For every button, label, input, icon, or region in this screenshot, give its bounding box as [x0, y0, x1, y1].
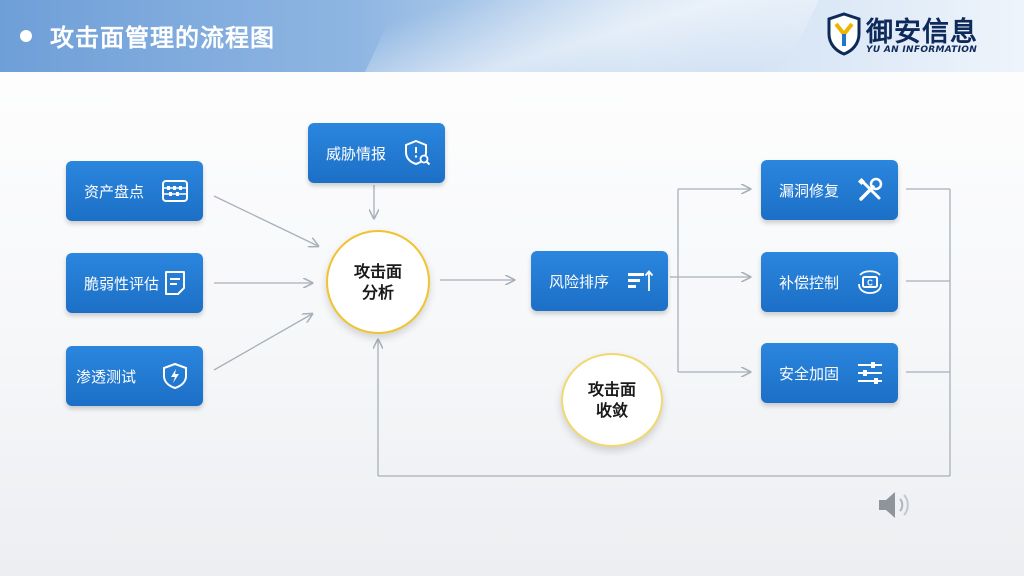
- page-title: 攻击面管理的流程图: [50, 24, 275, 52]
- node-attack-surface-analysis[interactable]: 攻击面 分析: [326, 230, 430, 334]
- node-risk-ranking[interactable]: 风险排序: [531, 251, 668, 311]
- title-bullet: [20, 30, 32, 42]
- sliders-icon: [858, 362, 882, 384]
- node-label: 威胁情报: [326, 145, 387, 163]
- node-label: 脆弱性评估: [84, 275, 160, 293]
- node-vulnerability-fix[interactable]: 漏洞修复: [761, 160, 898, 220]
- wrench-screwdriver-icon: [857, 177, 883, 201]
- svg-text:C: C: [867, 279, 873, 288]
- node-security-hardening[interactable]: 安全加固: [761, 343, 898, 403]
- node-label: 渗透测试: [76, 368, 137, 386]
- circle-line-1: 攻击面: [353, 262, 402, 281]
- header-banner: 攻击面管理的流程图 御安信息 YU AN INFORMATION: [0, 0, 1024, 72]
- node-threat-intelligence[interactable]: 威胁情报: [308, 123, 445, 183]
- shield-search-icon: [405, 139, 431, 166]
- node-asset-inventory[interactable]: 资产盘点: [66, 161, 203, 221]
- document-icon: [165, 271, 185, 295]
- arrow-pentest-to-analysis: [213, 314, 312, 371]
- node-label: 补偿控制: [779, 274, 840, 292]
- shield-logo-icon: [827, 12, 861, 56]
- node-compensating-control[interactable]: 补偿控制 C: [761, 252, 898, 312]
- monitor-control-icon: C: [858, 270, 882, 294]
- circle-line-2: 分析: [361, 283, 394, 302]
- node-vulnerability-assessment[interactable]: 脆弱性评估: [66, 253, 203, 313]
- node-label: 安全加固: [779, 365, 840, 383]
- circle-line-1: 攻击面: [587, 380, 636, 399]
- logo-subtext: YU AN INFORMATION: [866, 45, 978, 55]
- node-label: 漏洞修复: [779, 182, 840, 200]
- speaker-icon[interactable]: [876, 488, 914, 522]
- node-attack-surface-convergence[interactable]: 攻击面 收敛: [561, 353, 663, 447]
- abacus-icon: [162, 180, 188, 202]
- arrow-asset-to-analysis: [213, 195, 318, 246]
- shield-bolt-icon: [163, 362, 187, 390]
- node-label: 资产盘点: [84, 183, 145, 201]
- node-label: 风险排序: [549, 273, 610, 291]
- company-logo: 御安信息 YU AN INFORMATION: [826, 8, 996, 64]
- sort-bars-icon: [628, 270, 654, 291]
- node-penetration-test[interactable]: 渗透测试: [66, 346, 203, 406]
- circle-line-2: 收敛: [595, 401, 628, 420]
- logo-text: 御安信息: [866, 17, 978, 48]
